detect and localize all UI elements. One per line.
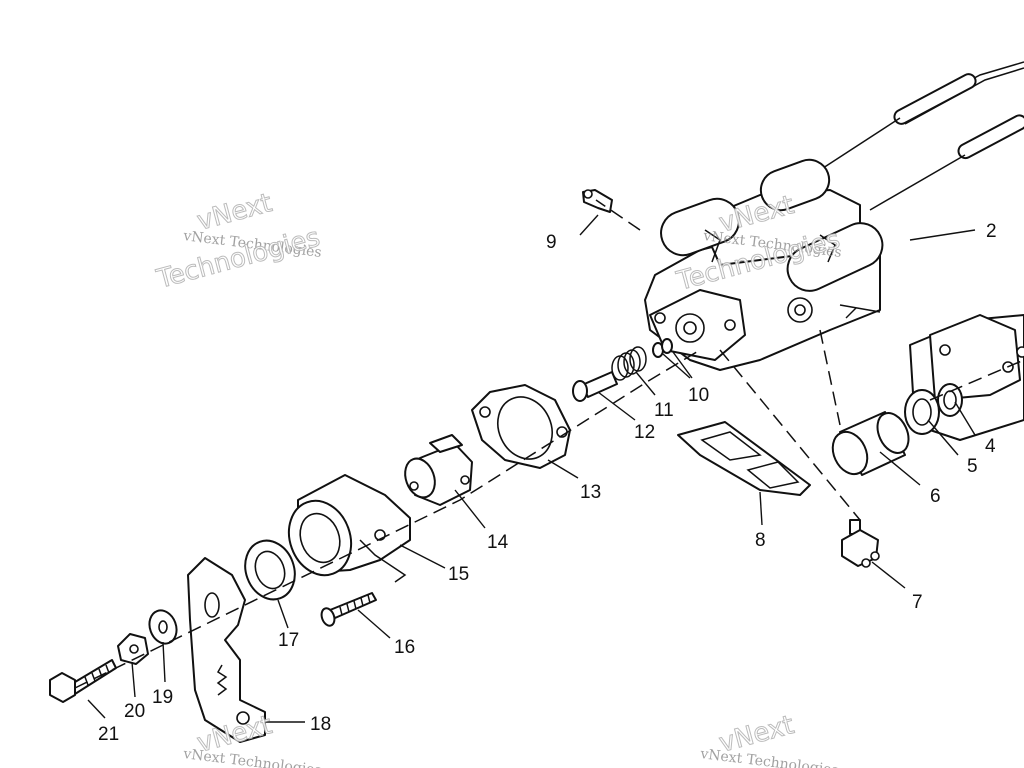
main-housing-part-2 — [644, 158, 884, 371]
callout-labels: 2 4 5 6 7 8 9 10 11 12 13 14 15 16 17 18… — [98, 221, 997, 745]
callout-17: 17 — [278, 630, 299, 651]
seal-ring-part-17 — [244, 539, 296, 601]
callout-7: 7 — [912, 592, 923, 613]
leader-lines — [87, 214, 976, 723]
watermark-line1: vNext — [194, 188, 275, 237]
watermark-line2: vNext Technologies — [182, 746, 323, 768]
watermark-line3: Technologies — [153, 223, 323, 295]
callout-6: 6 — [930, 486, 941, 507]
watermark-top-left: vNext vNext Technologies Technologies — [153, 188, 324, 296]
cylinder-part-6 — [831, 411, 910, 476]
callout-2: 2 — [986, 221, 997, 242]
callout-13: 13 — [580, 482, 601, 503]
watermark-bottom-left: vNext vNext Technologies — [182, 710, 323, 768]
washer-part-19 — [148, 609, 178, 645]
pin-part-12 — [572, 371, 618, 402]
watermark-bottom-right: vNext vNext Technologies — [699, 710, 840, 768]
callout-14: 14 — [487, 532, 509, 553]
lever-part-18 — [187, 557, 266, 743]
switch-part-7 — [841, 519, 880, 568]
callout-9: 9 — [546, 232, 557, 253]
cable-assembly — [819, 61, 1024, 211]
bushing-part-4 — [937, 383, 963, 417]
callout-8: 8 — [755, 530, 766, 551]
callout-12: 12 — [634, 422, 655, 443]
callout-18: 18 — [310, 714, 331, 735]
callout-4: 4 — [985, 436, 996, 457]
callout-19: 19 — [152, 687, 173, 708]
spring-part-11 — [611, 346, 647, 381]
callout-11: 11 — [654, 400, 674, 421]
watermark-line2: vNext Technologies — [699, 746, 840, 768]
hex-bolt-part-21 — [49, 659, 117, 703]
callout-15: 15 — [448, 564, 469, 585]
gasket-part-13 — [471, 384, 571, 469]
cam-housing-part-15 — [287, 474, 411, 583]
valve-body-part-14 — [404, 434, 473, 506]
callout-16: 16 — [394, 637, 415, 658]
shield-plate-part-8 — [677, 421, 811, 496]
o-ring-part-10 — [652, 338, 673, 358]
callout-21: 21 — [98, 724, 119, 745]
bolt-part-16 — [320, 592, 377, 627]
callout-10: 10 — [688, 385, 709, 406]
callout-20: 20 — [124, 701, 145, 722]
callout-5: 5 — [967, 456, 978, 477]
